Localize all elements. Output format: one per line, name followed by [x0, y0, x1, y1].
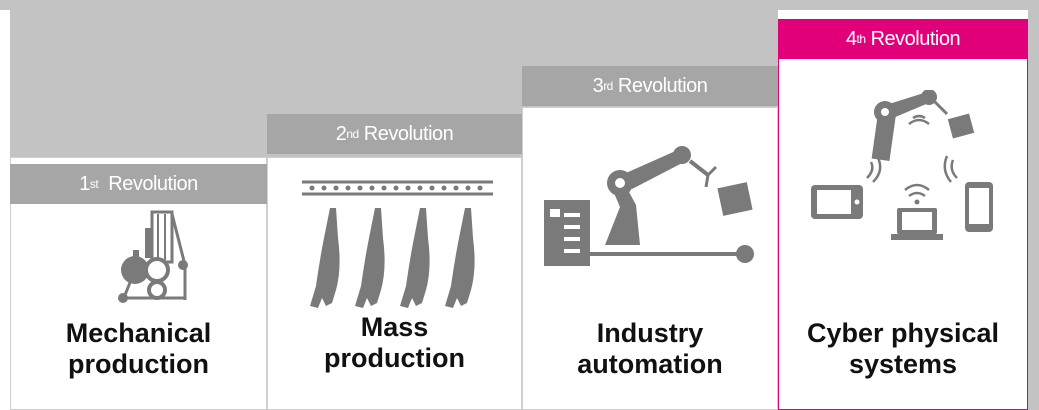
stage-1-caption-line1: Mechanical: [65, 318, 212, 348]
stage-1-caption-line2: production: [68, 349, 209, 379]
stage-3-caption: Industry automation: [522, 318, 778, 380]
stage-1-caption: Mechanical production: [10, 318, 267, 380]
stage-2-caption-line2: production: [324, 343, 465, 373]
stage-2-caption-line1: Mass: [360, 312, 429, 342]
stage-1-label: Revolution: [108, 172, 198, 195]
stage-4-caption-line1: Cyber physical: [806, 318, 1000, 348]
background-right: [1028, 0, 1039, 410]
stage-4-caption-line2: systems: [848, 349, 958, 379]
stage-3-caption-line2: automation: [577, 349, 723, 379]
steam-engine-icon: [118, 210, 188, 303]
stage-4-label: Revolution: [870, 27, 961, 50]
stage-4-caption: Cyber physical systems: [778, 318, 1028, 380]
connected-devices-icon: [811, 90, 993, 240]
stage-2-ordinal: 2: [335, 122, 347, 145]
stage-3-caption-line1: Industry: [596, 318, 704, 348]
stage-1-ordinal: 1: [79, 172, 90, 195]
stage-4-ordinal: 4: [845, 27, 857, 50]
robot-arm-icon: [544, 146, 754, 266]
assembly-line-icon: [302, 180, 493, 308]
stage-3-label: Revolution: [617, 74, 708, 97]
stage-2-label: Revolution: [363, 122, 454, 145]
stage-3-panel: [522, 107, 778, 410]
stage-2-caption: Mass production: [267, 312, 522, 374]
stage-3-ordinal: 3: [592, 74, 604, 97]
stage-2-panel: [267, 157, 522, 410]
background-top: [0, 0, 1039, 10]
